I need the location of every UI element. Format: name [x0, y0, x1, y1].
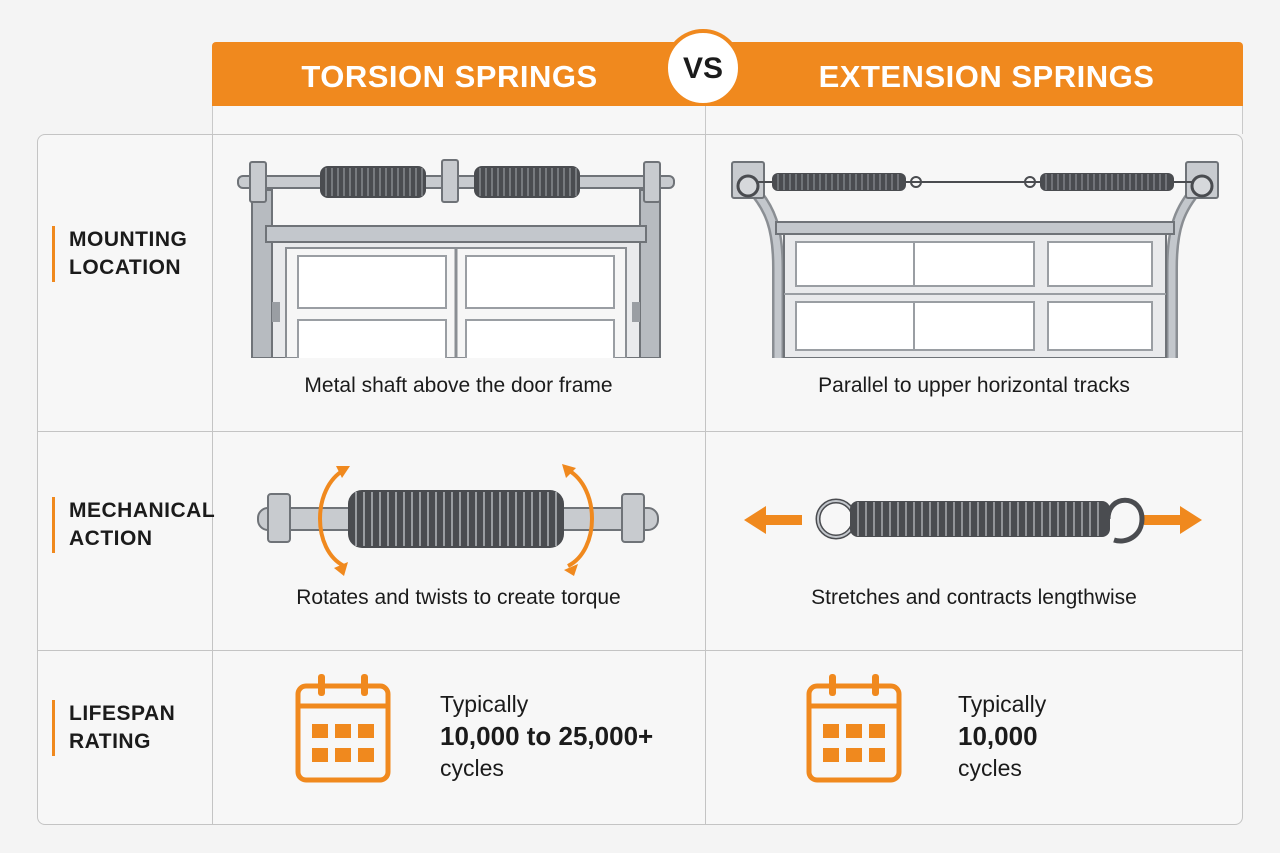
- extension-lifespan-prefix: Typically: [958, 691, 1047, 717]
- stretching-spring-illustration: [744, 497, 1202, 544]
- extension-door-illustration: [731, 161, 1219, 358]
- header-spacer: [212, 106, 1243, 134]
- extension-action-caption: Stretches and contracts lengthwise: [811, 586, 1137, 609]
- torsion-lifespan: Typically 10,000 to 25,000+ cycles: [440, 688, 653, 784]
- row-divider-1: [38, 431, 1242, 432]
- torsion-lifespan-prefix: Typically: [440, 691, 529, 717]
- torsion-lifespan-unit: cycles: [440, 755, 504, 781]
- torsion-mounting-caption: Metal shaft above the door frame: [304, 374, 613, 397]
- calendar-icon: [295, 674, 391, 783]
- torsion-door-illustration: [237, 159, 675, 358]
- extension-lifespan-unit: cycles: [958, 755, 1022, 781]
- extension-lifespan: Typically 10,000 cycles: [958, 688, 1046, 784]
- rotating-spring-illustration: [257, 464, 659, 576]
- calendar-icon: [806, 674, 902, 783]
- torsion-lifespan-value: 10,000 to 25,000+: [440, 721, 654, 751]
- row-divider-2: [38, 650, 1242, 651]
- torsion-action-caption: Rotates and twists to create torque: [296, 586, 621, 609]
- vs-badge: VS: [664, 29, 742, 107]
- extension-springs-title: EXTENSION SPRINGS: [818, 59, 1155, 94]
- extension-lifespan-value: 10,000: [958, 721, 1038, 751]
- column-divider-label: [212, 135, 213, 824]
- column-divider-middle: [705, 135, 706, 824]
- extension-mounting-caption: Parallel to upper horizontal tracks: [818, 374, 1130, 397]
- torsion-springs-title: TORSION SPRINGS: [301, 59, 598, 94]
- column-divider-top: [705, 106, 706, 134]
